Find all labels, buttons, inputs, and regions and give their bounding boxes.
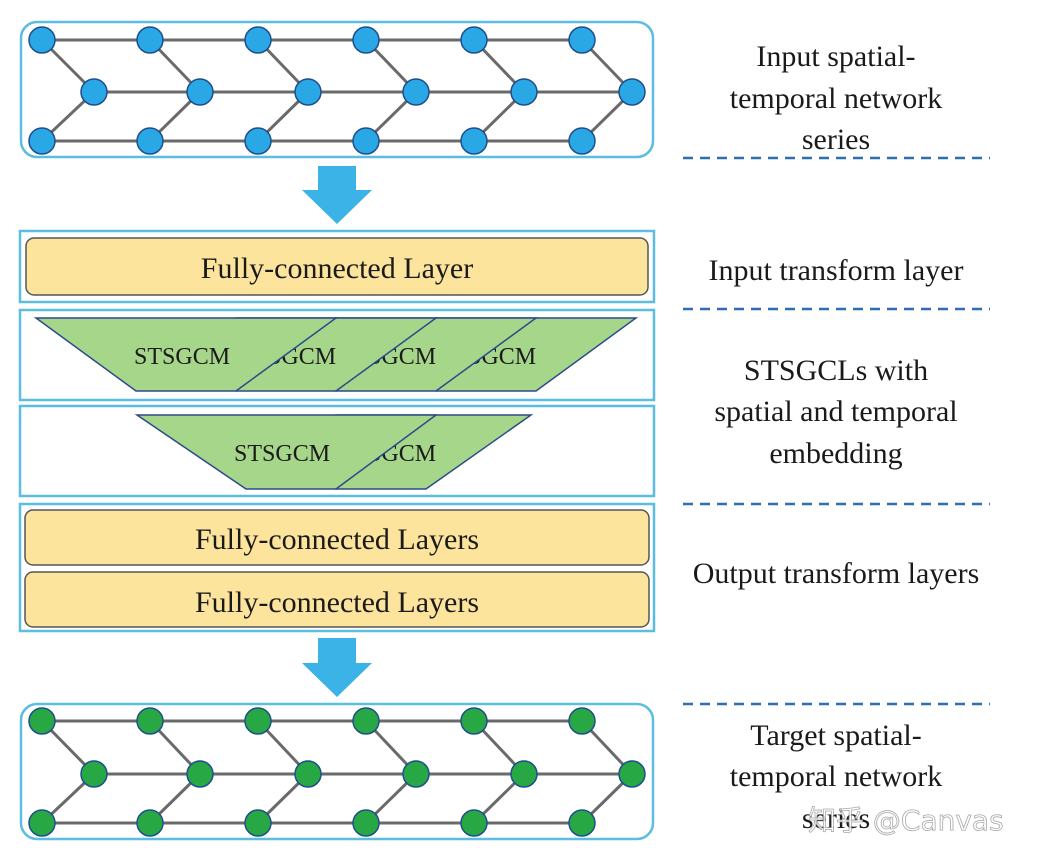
graph-node: [244, 809, 272, 837]
graph-node: [28, 707, 56, 735]
graph-node: [294, 78, 322, 106]
graph-node: [28, 26, 56, 54]
label-stsgcls-line-1: STSGCLs with: [744, 354, 928, 387]
graph-node: [460, 809, 488, 837]
graph-node: [80, 760, 108, 788]
graph-node: [80, 78, 108, 106]
label-target-series-line-2: temporal network: [730, 760, 942, 793]
graph-node: [244, 127, 272, 155]
graph-node: [402, 78, 430, 106]
graph-node: [28, 809, 56, 837]
graph-node: [460, 127, 488, 155]
graph-node: [460, 707, 488, 735]
graph-node: [510, 760, 538, 788]
graph-node: [568, 809, 596, 837]
graph-node: [352, 707, 380, 735]
fc-output-block-2: [24, 571, 650, 628]
target-graph-panel: [19, 702, 655, 841]
arrow-down-icon: [302, 166, 372, 224]
svg-text:STSGCM: STSGCM: [134, 344, 230, 370]
graph-node: [568, 26, 596, 54]
svg-text:STSGCM: STSGCM: [234, 441, 330, 467]
graph-node: [510, 78, 538, 106]
graph-node: [618, 760, 646, 788]
label-input-series-line-2: temporal network: [730, 82, 942, 115]
graph-node: [294, 760, 322, 788]
label-stsgcls-line-2: spatial and temporal: [714, 395, 957, 428]
graph-node: [402, 760, 430, 788]
graph-node: [136, 707, 164, 735]
graph-node: [244, 707, 272, 735]
fc-output-label-2: Fully-connected Layers: [195, 586, 479, 619]
graph-node: [618, 78, 646, 106]
label-input-series-line-1: Input spatial-: [756, 40, 915, 73]
graph-node: [568, 707, 596, 735]
graph-node: [136, 127, 164, 155]
graph-node: [352, 809, 380, 837]
graph-node: [352, 127, 380, 155]
graph-node: [460, 26, 488, 54]
arrow-down-icon: [302, 638, 372, 697]
label-output-transform: Output transform layers: [693, 557, 980, 590]
label-input-transform: Input transform layer: [709, 254, 964, 287]
fc-output-block-1: [24, 509, 650, 566]
fc-output-label-1: Fully-connected Layers: [195, 523, 479, 556]
input-graph-panel: [19, 20, 655, 159]
fc-input-block: [25, 237, 649, 296]
graph-node: [136, 26, 164, 54]
label-stsgcls-line-3: embedding: [769, 437, 902, 470]
input-graph: [28, 26, 646, 155]
graph-node: [28, 127, 56, 155]
separators: [683, 156, 990, 706]
graph-node: [352, 26, 380, 54]
graph-node: [186, 760, 214, 788]
graph-node: [186, 78, 214, 106]
watermark: 知乎 @Canvas: [808, 804, 1004, 837]
graph-node: [568, 127, 596, 155]
target-graph: [28, 707, 646, 837]
stsgcm-module-1-1: STSGCM: [33, 317, 339, 392]
fc-input-label: Fully-connected Layer: [201, 252, 473, 285]
label-target-series-line-1: Target spatial-: [750, 719, 921, 752]
stsgcm-module-2-1: STSGCM: [134, 414, 439, 490]
label-target-series-line-3: series: [802, 802, 870, 835]
graph-node: [244, 26, 272, 54]
label-input-series-line-3: series: [802, 123, 870, 156]
graph-node: [136, 809, 164, 837]
